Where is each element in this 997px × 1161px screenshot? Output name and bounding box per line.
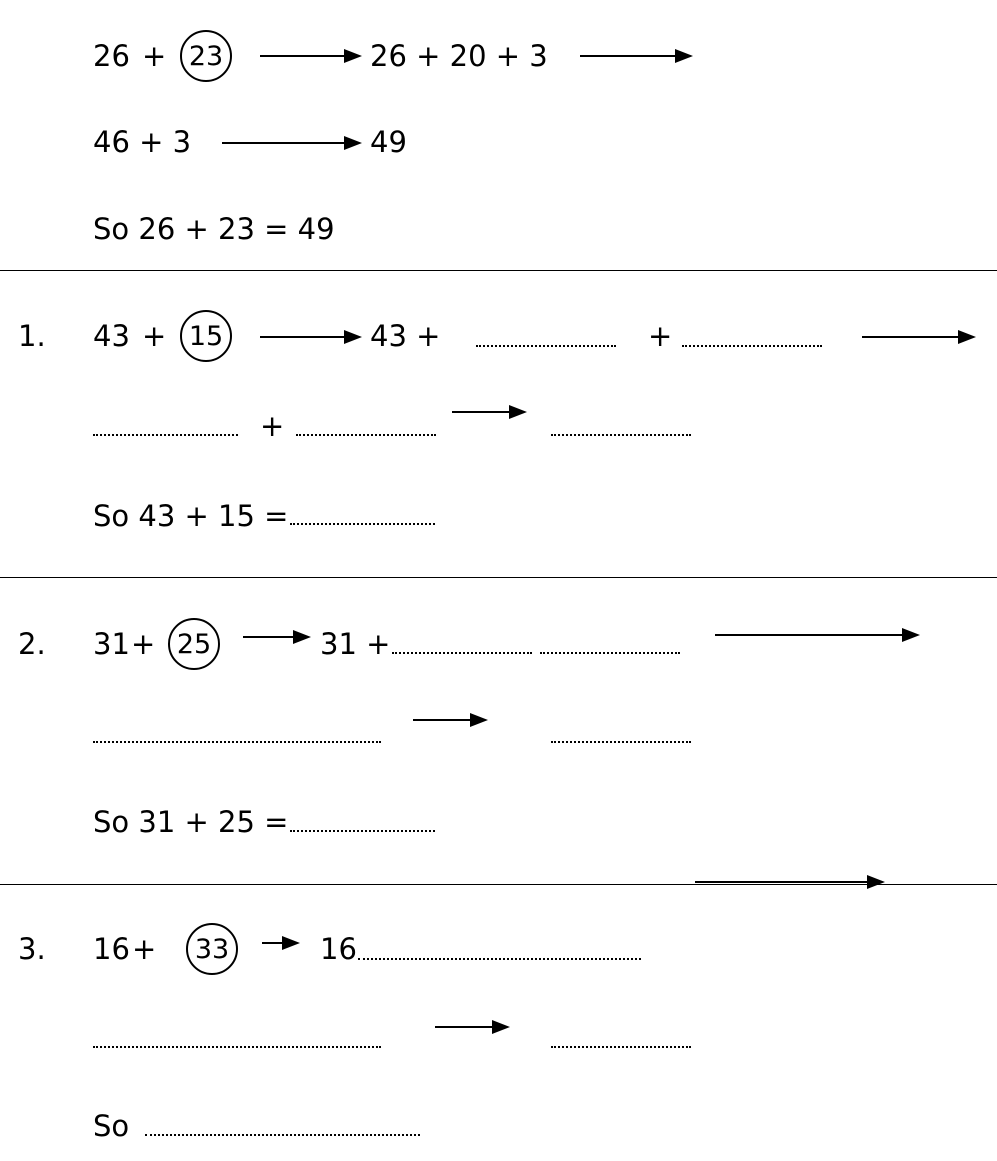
- arrow-icon: [715, 628, 920, 642]
- arrow-icon: [452, 405, 527, 419]
- plus-sign: +: [142, 319, 167, 353]
- q2-conclusion: So 31 + 25 =: [93, 805, 289, 839]
- section-divider: [0, 577, 997, 578]
- answer-blank[interactable]: [392, 652, 532, 654]
- arrow-icon: [695, 875, 885, 889]
- plus-sign: +: [132, 932, 157, 966]
- answer-blank[interactable]: [145, 1134, 420, 1136]
- q1-partial-expression: 43 +: [370, 319, 441, 353]
- question-number: 3.: [18, 932, 46, 966]
- question-number: 2.: [18, 627, 46, 661]
- q1-conclusion: So 43 + 15 =: [93, 499, 289, 533]
- q3-partial-expression: 16: [320, 932, 357, 966]
- q3-conclusion: So: [93, 1109, 130, 1143]
- answer-blank[interactable]: [290, 523, 435, 525]
- answer-blank[interactable]: [551, 1046, 691, 1048]
- example-partial-sum: 46 + 3: [93, 125, 192, 159]
- arrow-icon: [262, 936, 300, 950]
- answer-blank[interactable]: [93, 434, 238, 436]
- arrow-icon: [260, 49, 362, 63]
- example-expansion: 26 + 20 + 3: [370, 39, 548, 73]
- answer-blank[interactable]: [551, 434, 691, 436]
- q2-addend: 31: [93, 627, 130, 661]
- answer-blank[interactable]: [93, 741, 381, 743]
- answer-blank[interactable]: [551, 741, 691, 743]
- arrow-icon: [243, 630, 311, 644]
- section-divider: [0, 270, 997, 271]
- plus-sign: +: [142, 39, 167, 73]
- plus-sign: +: [131, 627, 156, 661]
- answer-blank[interactable]: [93, 1046, 381, 1048]
- answer-blank[interactable]: [682, 345, 822, 347]
- answer-blank[interactable]: [290, 830, 435, 832]
- circled-number: 25: [168, 618, 220, 670]
- arrow-icon: [862, 330, 976, 344]
- circled-number: 15: [180, 310, 232, 362]
- arrow-icon: [260, 330, 362, 344]
- answer-blank[interactable]: [358, 958, 641, 960]
- example-addend: 26: [93, 39, 130, 73]
- question-number: 1.: [18, 319, 46, 353]
- arrow-icon: [580, 49, 693, 63]
- plus-sign: +: [648, 319, 673, 353]
- arrow-icon: [435, 1020, 510, 1034]
- answer-blank[interactable]: [476, 345, 616, 347]
- q1-addend: 43: [93, 319, 130, 353]
- arrow-icon: [413, 713, 488, 727]
- section-divider: [0, 884, 997, 885]
- circled-number: 23: [180, 30, 232, 82]
- example-result: 49: [370, 125, 407, 159]
- example-conclusion: So 26 + 23 = 49: [93, 212, 335, 246]
- plus-sign: +: [260, 409, 285, 443]
- arrow-icon: [222, 136, 362, 150]
- answer-blank[interactable]: [540, 652, 680, 654]
- circled-number: 33: [186, 923, 238, 975]
- answer-blank[interactable]: [296, 434, 436, 436]
- q2-partial-expression: 31 +: [320, 627, 391, 661]
- q3-addend: 16: [93, 932, 130, 966]
